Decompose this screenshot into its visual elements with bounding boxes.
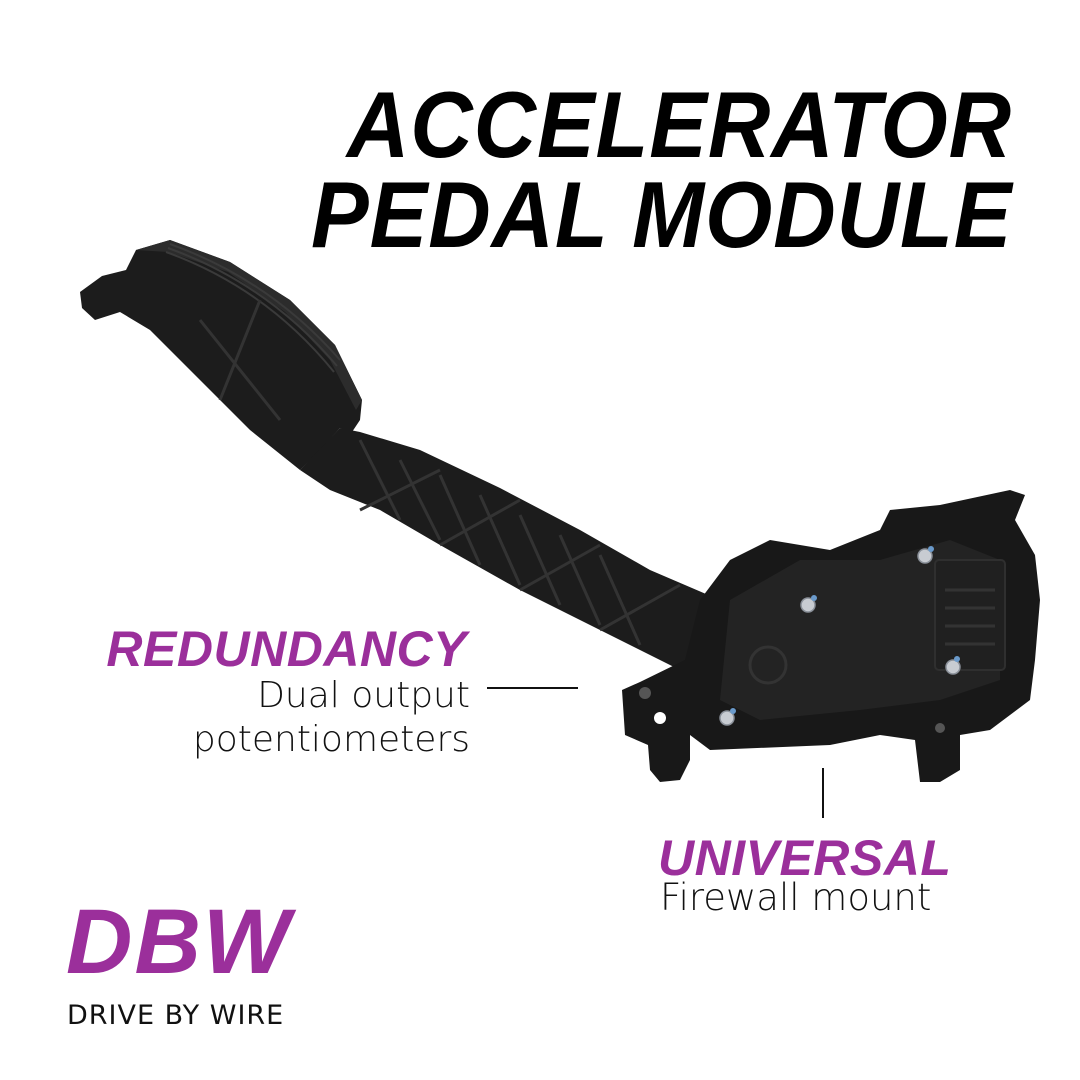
feature-text-redundancy-line2: potentiometers: [192, 719, 470, 760]
page-title-line2: PEDAL MODULE: [310, 162, 1012, 267]
feature-text-universal-line1: Firewall mount: [660, 876, 932, 919]
brand-logo: DBW: [66, 891, 292, 993]
feature-text-redundancy-line1: Dual output: [257, 675, 470, 716]
callout-line-universal: [822, 768, 824, 818]
feature-heading-redundancy: REDUNDANCY: [106, 621, 467, 677]
feature-heading-universal: UNIVERSAL: [658, 830, 952, 886]
page-title-line1: ACCELERATOR: [346, 72, 1012, 177]
callout-line-redundancy: [487, 687, 578, 689]
brand-tagline: DRIVE BY WIRE: [67, 1000, 285, 1031]
